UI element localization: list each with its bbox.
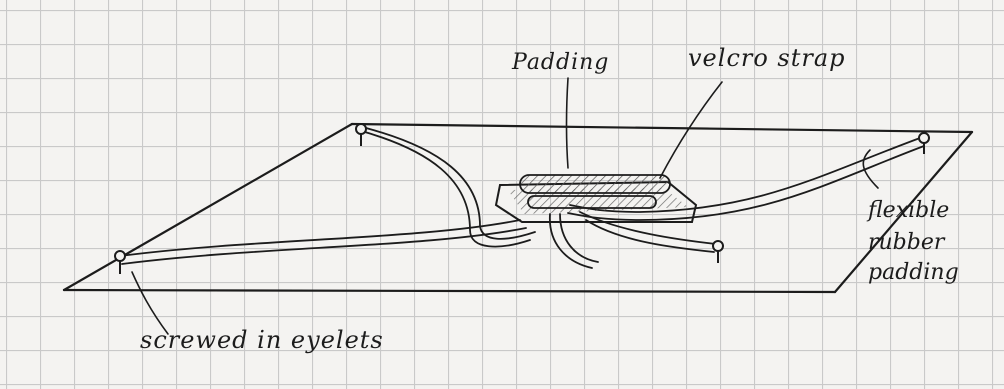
padding-label: Padding	[512, 52, 609, 74]
flexible-rubber-padding-label-line-3: padding	[868, 262, 959, 284]
velcro-strap-label: velcro strap	[688, 46, 846, 70]
flexible-rubber-padding-label-line-2: rubber	[868, 232, 944, 254]
flexible-rubber-padding-label-line-1: flexible	[868, 200, 949, 222]
screwed-in-eyelets-label: screwed in eyelets	[140, 328, 384, 352]
